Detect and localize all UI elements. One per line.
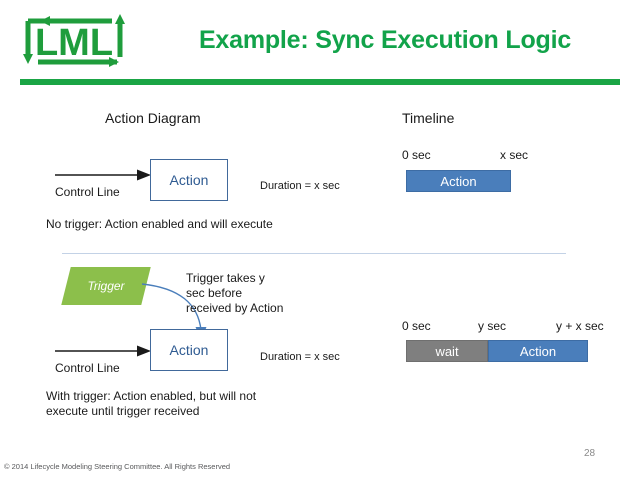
logo-letters: LML xyxy=(35,22,113,64)
no-trigger-caption: No trigger: Action enabled and will exec… xyxy=(46,217,273,231)
page-number: 28 xyxy=(584,448,596,459)
timeline-2-label-mid: y sec xyxy=(478,319,507,333)
timeline-2-segment-wait-label: wait xyxy=(435,343,459,359)
timeline-2-segment-wait[interactable]: wait xyxy=(406,340,488,362)
control-line-label-2: Control Line xyxy=(55,361,120,375)
timeline-1-segment-action[interactable]: Action xyxy=(406,170,511,192)
timeline-2-segment-action[interactable]: Action xyxy=(488,340,588,362)
timeline-2-segment-action-label: Action xyxy=(519,343,557,359)
timeline-1-label-end: x sec xyxy=(500,148,529,162)
timeline-2-label-end: y + x sec xyxy=(556,319,604,333)
timeline-1-label-start: 0 sec xyxy=(402,148,431,162)
header-divider xyxy=(20,79,620,85)
trigger-label: Trigger xyxy=(87,279,125,293)
control-line-label-1: Control Line xyxy=(55,185,120,199)
trigger-note-line-3: received by Action xyxy=(186,301,284,315)
action-box-1[interactable]: Action xyxy=(150,159,228,201)
section-divider xyxy=(62,253,566,254)
lml-logo: LML xyxy=(20,8,130,70)
duration-label-1: Duration = x sec xyxy=(260,180,340,192)
action-box-label-1: Action xyxy=(169,172,209,188)
timeline-1-segment-action-label: Action xyxy=(440,173,477,189)
trigger-note-line-1: Trigger takes y xyxy=(186,271,265,285)
action-diagram-heading: Action Diagram xyxy=(105,110,201,126)
duration-label-2: Duration = x sec xyxy=(260,351,340,363)
page-title: Example: Sync Execution Logic xyxy=(198,26,572,54)
action-box-label-2: Action xyxy=(169,342,209,358)
with-trigger-caption-line-1: With trigger: Action enabled, but will n… xyxy=(46,389,257,403)
trigger-note-line-2: sec before xyxy=(186,286,243,300)
with-trigger-caption-line-2: execute until trigger received xyxy=(46,404,200,418)
action-box-2[interactable]: Action xyxy=(150,329,228,371)
trigger-note: Trigger takes y sec before received by A… xyxy=(186,271,316,316)
control-line-arrow-1 xyxy=(55,168,151,181)
timeline-2-label-start: 0 sec xyxy=(402,319,431,333)
copyright-notice: © 2014 Lifecycle Modeling Steering Commi… xyxy=(4,462,231,471)
timeline-heading: Timeline xyxy=(402,110,455,126)
with-trigger-caption: With trigger: Action enabled, but will n… xyxy=(46,389,346,419)
control-line-arrow-2 xyxy=(55,344,151,357)
trigger-shape[interactable]: Trigger xyxy=(61,267,151,305)
